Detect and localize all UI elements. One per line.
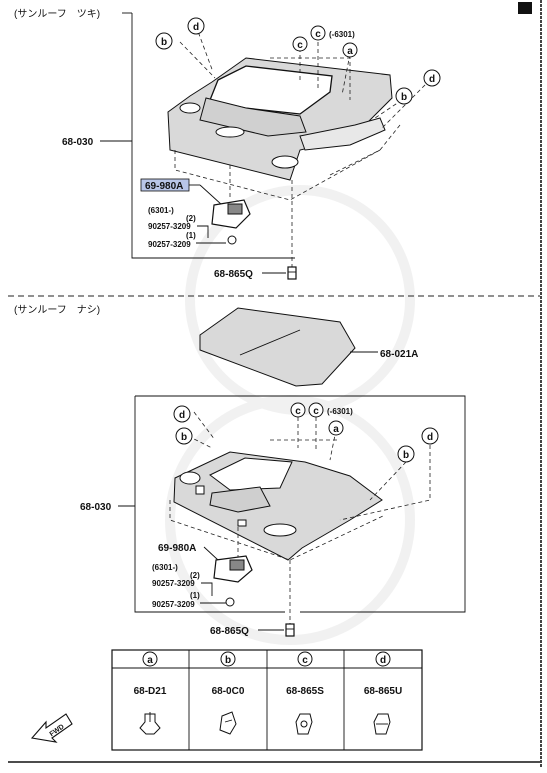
legend-part-b: 68-0C0 <box>212 686 245 697</box>
callout-b-upper-right: b <box>395 87 413 105</box>
clip-c-icon <box>295 713 313 735</box>
svg-text:d: d <box>380 655 386 666</box>
legend-header-b: b <box>220 651 236 667</box>
corner-mark <box>518 2 532 14</box>
upper-headliner-label: 68-030 <box>62 137 94 148</box>
lower-screw-qty-1: (1) <box>190 591 200 600</box>
upper-range-c: (-6301) <box>329 30 355 39</box>
svg-text:b: b <box>181 432 187 443</box>
lower-bracket-right <box>135 395 466 613</box>
svg-text:b: b <box>401 92 407 103</box>
callout-a-lower: a <box>328 420 344 436</box>
upper-clip-part <box>287 266 297 280</box>
callout-a-upper: a <box>342 42 358 58</box>
clip-legend-table: a b c d 68-D21 68-0C0 68-865S 68-865U <box>111 649 423 751</box>
lower-map-lamp <box>213 555 253 607</box>
svg-text:c: c <box>302 655 308 666</box>
upper-section-title: (サンルーフ ツキ) <box>14 8 100 20</box>
lower-roof-panel <box>199 307 356 387</box>
watermark-logo <box>165 185 415 645</box>
svg-text:d: d <box>179 410 185 421</box>
callout-b-upper-left: b <box>155 32 173 50</box>
lower-screw-1: 90257-3209 <box>152 579 195 588</box>
svg-text:c: c <box>295 406 301 417</box>
svg-text:d: d <box>429 74 435 85</box>
callout-d-upper-left: d <box>187 17 205 35</box>
callout-d-upper-right: d <box>423 69 441 87</box>
legend-header-c: c <box>297 651 313 667</box>
svg-text:a: a <box>147 655 153 666</box>
legend-header-a: a <box>142 651 158 667</box>
upper-clip-label: 68-865Q <box>214 269 253 280</box>
svg-text:c: c <box>297 40 303 51</box>
upper-screw-1: 90257-3209 <box>148 222 191 231</box>
svg-text:d: d <box>427 432 433 443</box>
lower-clip-label: 68-865Q <box>210 626 249 637</box>
callout-d-lower-left: d <box>173 405 191 423</box>
lower-clip-part <box>285 623 295 637</box>
legend-part-a: 68-D21 <box>134 686 167 697</box>
svg-text:d: d <box>193 22 199 33</box>
callout-b-lower-right: b <box>397 445 415 463</box>
clip-d-icon <box>373 713 391 735</box>
legend-part-d: 68-865U <box>364 686 402 697</box>
svg-text:b: b <box>403 450 409 461</box>
callout-c-upper-2: c <box>310 25 326 41</box>
lower-headliner-panel <box>173 451 383 561</box>
lower-bracket-left <box>134 396 285 613</box>
legend-part-c: 68-865S <box>286 686 324 697</box>
lower-section-title: (サンルーフ ナシ) <box>14 304 100 316</box>
lower-headliner-label: 68-030 <box>80 502 112 513</box>
lower-lamp-label: 69-980A <box>158 543 196 554</box>
callout-c-lower-1: c <box>290 402 306 418</box>
svg-text:c: c <box>313 406 319 417</box>
svg-text:c: c <box>315 29 321 40</box>
clip-a-icon <box>139 712 161 735</box>
lower-screw-qty-2: (2) <box>190 571 200 580</box>
svg-text:a: a <box>333 424 339 435</box>
upper-screw-qty-1: (1) <box>186 231 196 240</box>
svg-text:b: b <box>225 655 231 666</box>
upper-lamp-range: (6301-) <box>148 206 174 215</box>
lower-lamp-range: (6301-) <box>152 563 178 572</box>
lower-screw-2: 90257-3209 <box>152 600 195 609</box>
upper-screw-2: 90257-3209 <box>148 240 191 249</box>
lower-range-c: (-6301) <box>327 407 353 416</box>
upper-lamp-label: 69-980A <box>145 181 183 192</box>
upper-map-lamp <box>211 199 251 245</box>
legend-header-d: d <box>375 651 391 667</box>
callout-d-lower-right: d <box>421 427 439 445</box>
upper-bracket <box>131 13 295 259</box>
svg-text:a: a <box>347 46 353 57</box>
svg-text:b: b <box>161 37 167 48</box>
callout-c-lower-2: c <box>308 402 324 418</box>
upper-headliner-panel <box>167 57 393 181</box>
fwd-arrow-icon: FWD <box>30 713 73 743</box>
clip-b-icon <box>219 711 237 735</box>
callout-b-lower-left: b <box>175 427 193 445</box>
callout-c-upper-1: c <box>292 36 308 52</box>
lower-panel-label: 68-021A <box>380 349 418 360</box>
upper-screw-qty-2: (2) <box>186 214 196 223</box>
